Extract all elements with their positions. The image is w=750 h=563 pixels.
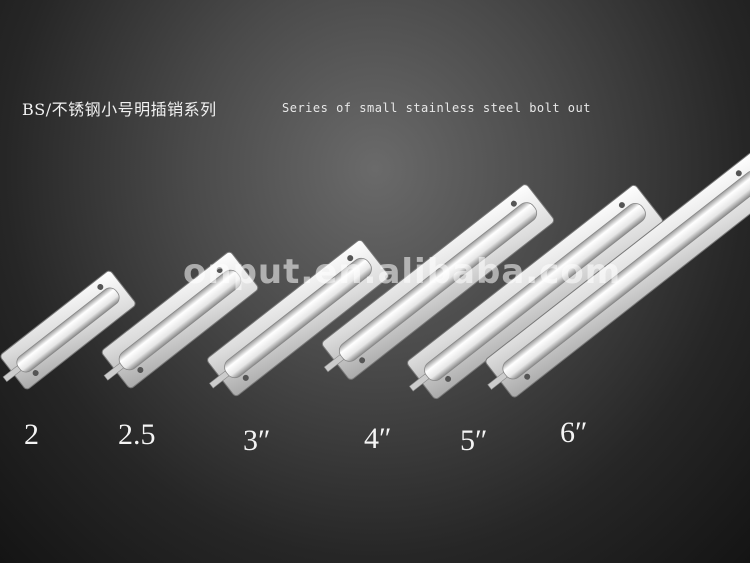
bolt-2 — [0, 270, 136, 390]
bolt-6-inch — [485, 152, 750, 398]
size-label-3: 3″ — [243, 424, 271, 457]
size-label-2: 2 — [24, 418, 39, 451]
series-title-english: Series of small stainless steel bolt out — [282, 101, 591, 115]
bolt-2-5 — [101, 251, 259, 389]
bolt-3-inch — [207, 239, 389, 397]
bolt-5-inch — [407, 184, 663, 400]
series-title-chinese: BS/不锈钢小号明插销系列 — [22, 100, 217, 119]
size-label-2-5: 2.5 — [118, 418, 156, 451]
bolt-4-inch — [321, 184, 555, 380]
size-label-6: 6″ — [560, 416, 588, 449]
watermark-text: onput.en.alibaba.com — [183, 252, 622, 292]
size-label-5: 5″ — [460, 424, 488, 457]
size-label-4: 4″ — [364, 422, 392, 455]
